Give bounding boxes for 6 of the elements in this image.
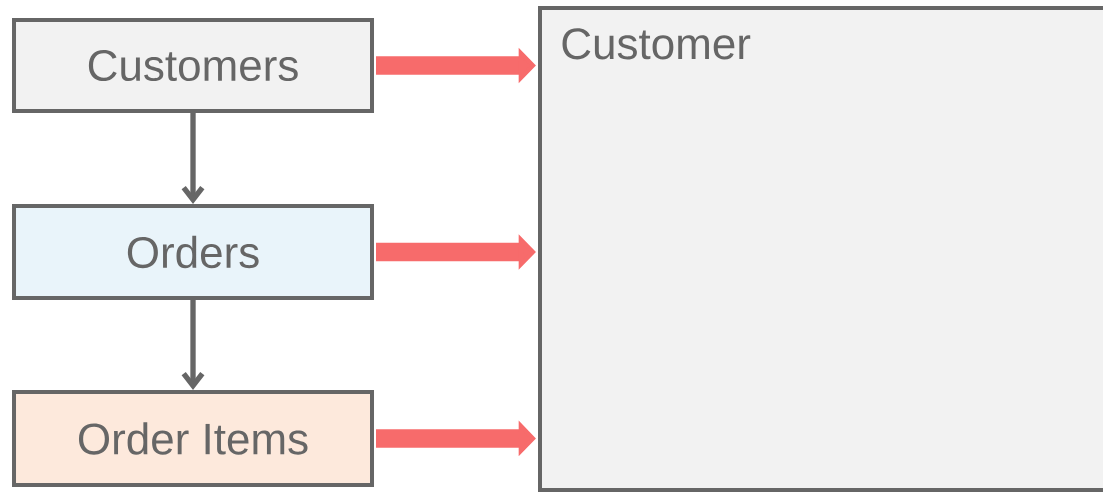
entity-box: Order Items bbox=[12, 390, 374, 487]
arrow bbox=[181, 300, 205, 390]
entity-box: Customers bbox=[12, 18, 374, 113]
table-panel: Customer bbox=[538, 6, 1103, 492]
entity-box: Orders bbox=[12, 204, 374, 300]
arrow bbox=[181, 113, 205, 204]
